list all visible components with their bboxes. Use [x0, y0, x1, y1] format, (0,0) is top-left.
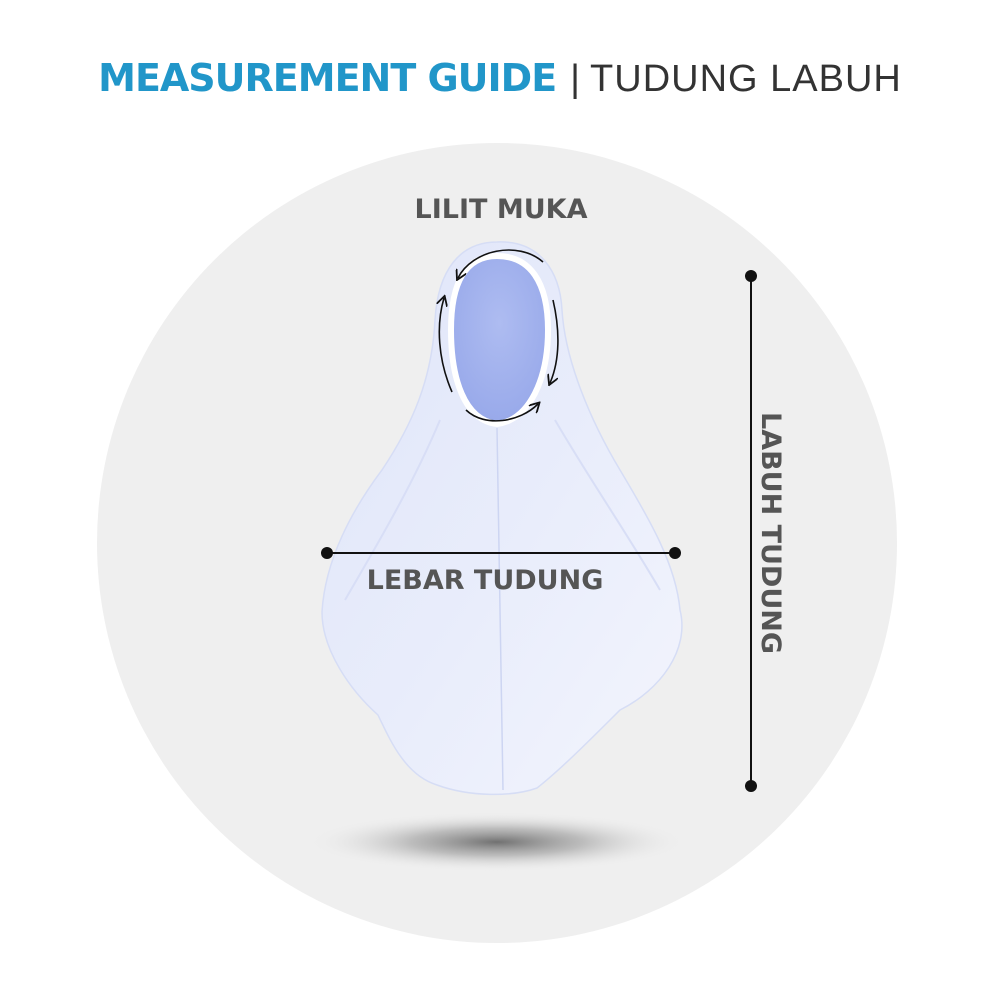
- hijab-fold-left: [344, 419, 441, 601]
- title-separator: |: [570, 58, 581, 100]
- floor-shadow: [307, 812, 687, 872]
- hijab-illustration: [321, 241, 683, 796]
- arc-arrow-left: [439, 298, 453, 393]
- width-measure-line: [321, 547, 681, 559]
- length-endpoint-bottom: [745, 780, 757, 792]
- arc-arrow-top: [458, 249, 544, 278]
- face-circumference-arrows: [439, 249, 559, 422]
- width-endpoint-right: [669, 547, 681, 559]
- hijab-body: [321, 241, 683, 796]
- face-opening: [447, 252, 552, 428]
- title-sub: TUDUNG LABUH: [590, 58, 902, 100]
- hijab-seam: [496, 427, 504, 791]
- arc-arrow-right: [550, 299, 559, 383]
- label-width: LEBAR TUDUNG: [367, 565, 604, 596]
- arc-arrow-bottom: [465, 404, 538, 422]
- hijab-fold-right: [554, 419, 661, 591]
- page-title: MEASUREMENT GUIDE |TUDUNG LABUH: [0, 52, 1000, 105]
- width-endpoint-left: [321, 547, 333, 559]
- length-endpoint-top: [745, 270, 757, 282]
- title-main: MEASUREMENT GUIDE: [98, 56, 557, 100]
- length-measure-line: [745, 270, 757, 792]
- label-face-circumference: LILIT MUKA: [415, 194, 588, 225]
- label-length: LABUH TUDUNG: [755, 412, 786, 654]
